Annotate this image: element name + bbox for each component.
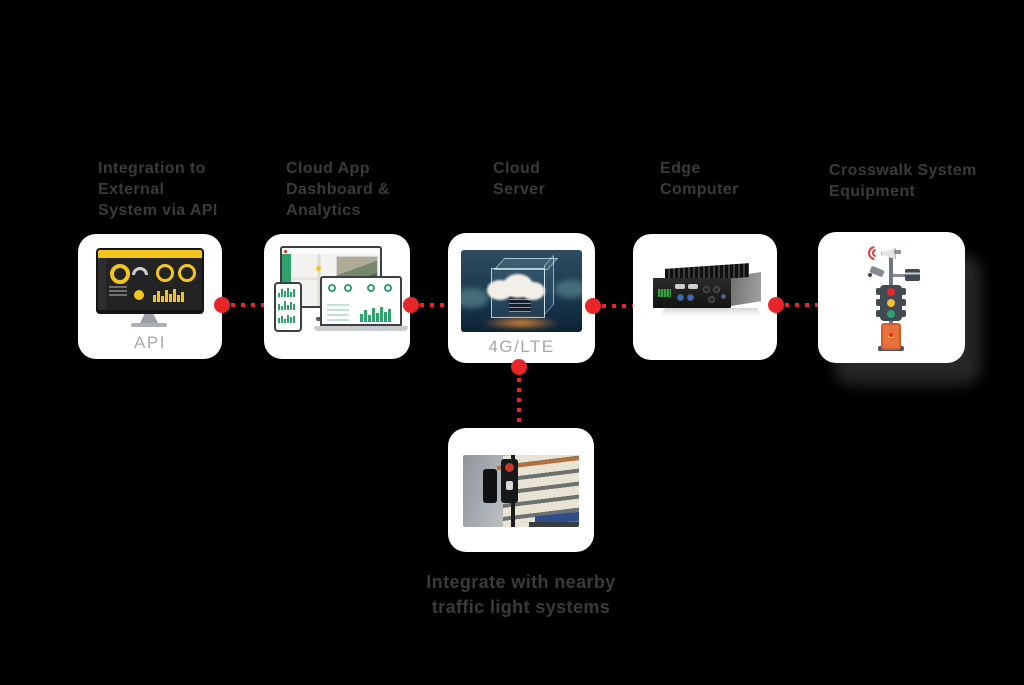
usb-port: [687, 294, 694, 301]
connector-dashes: [231, 303, 264, 307]
terminal-block-port: [658, 289, 671, 297]
card-edge-computer: [633, 234, 777, 360]
connector-dot: [403, 297, 419, 313]
monitor-body: [98, 258, 202, 310]
text-lines: [327, 304, 349, 322]
sound-wave-icon: [868, 246, 875, 260]
monitor-stand: [140, 314, 158, 323]
node-title-cloud-server: Cloud Server: [493, 160, 546, 198]
gauge-icon: [328, 284, 336, 292]
node-title-integration: Integration to External System via API: [98, 160, 218, 219]
light-visor: [876, 310, 881, 317]
camera-lens: [868, 273, 872, 277]
traffic-light-icon: [876, 285, 906, 321]
light-visor: [876, 299, 881, 306]
shopfront: [529, 522, 579, 527]
semicircle-gauge-icon: [132, 267, 148, 275]
light-visor: [901, 299, 906, 306]
connector-dashes: [785, 303, 818, 307]
cloud-puff: [521, 282, 545, 300]
sub-node-caption: Integrate with nearby traffic light syst…: [426, 572, 616, 617]
connector-dot: [214, 297, 230, 313]
light-visor: [901, 310, 906, 317]
gauge-icon: [367, 284, 375, 292]
monitor-base: [131, 323, 167, 327]
light-visor: [901, 288, 906, 295]
ethernet-port: [713, 286, 720, 293]
light-visor: [876, 288, 881, 295]
node-title-cloud-app: Cloud App Dashboard & Analytics: [286, 160, 390, 219]
glass-cube-side: [544, 254, 554, 316]
speaker-bracket: [894, 250, 901, 254]
card-sublabel-api: API: [134, 333, 166, 352]
connector-dot-down: [511, 359, 527, 375]
io-port: [708, 296, 715, 303]
bar-chart-icon: [153, 289, 184, 302]
connector-dashes: [602, 304, 633, 308]
red-signal-light: [505, 463, 514, 472]
connector-dashes-vertical: [517, 378, 521, 428]
card-cloud-app: [264, 234, 410, 359]
mini-bar-chart-icon: [278, 287, 298, 297]
power-led: [721, 294, 726, 299]
signal-head-back: [483, 469, 497, 503]
donut-icon: [156, 264, 174, 282]
indicator-dot: [889, 333, 893, 337]
text-lines: [109, 286, 127, 296]
gauge-icon: [110, 264, 130, 284]
signal-head-front: [501, 459, 518, 503]
node-title-edge-computer: Edge Computer: [660, 160, 739, 198]
laptop-screen: [320, 276, 402, 326]
tablet-icon: [274, 282, 302, 332]
sign-arm: [893, 274, 907, 277]
mini-bar-chart-icon: [278, 300, 298, 310]
green-sidebar: [282, 254, 291, 306]
gauge-icon: [344, 284, 352, 292]
laptop-icon: [314, 276, 408, 331]
card-integration-api: API: [78, 234, 222, 359]
mini-bar-chart-icon: [278, 313, 298, 323]
laptop-base: [314, 326, 408, 331]
serial-port: [688, 284, 698, 289]
api-dashboard-monitor-icon: [96, 248, 204, 314]
monitor-sidebar: [98, 258, 106, 310]
bar-chart-icon: [360, 306, 391, 322]
connector-dashes: [420, 303, 448, 307]
app-logo-dot: [284, 250, 287, 253]
small-donut-icon: [134, 290, 144, 300]
card-crosswalk-equipment: [818, 232, 965, 363]
orange-glow: [481, 316, 561, 330]
edge-computer-front: [653, 278, 731, 308]
pedestrian-glyph: [506, 481, 513, 490]
ethernet-port: [703, 286, 710, 293]
map-pin-icon: [316, 266, 321, 271]
device-shadow: [659, 308, 763, 316]
donut-icon: [178, 264, 196, 282]
yellow-light: [887, 299, 895, 307]
background-cloud: [461, 288, 489, 308]
sign-board: [905, 269, 920, 281]
card-cloud-server: 4G/LTE: [448, 233, 595, 363]
usb-port: [677, 294, 684, 301]
connector-dot: [585, 298, 601, 314]
node-title-crosswalk: Crosswalk System Equipment: [829, 162, 977, 200]
monitor-topbar: [98, 250, 202, 258]
traffic-light-photo: [463, 455, 579, 527]
gauge-icon: [384, 284, 392, 292]
sound-wave-icon: [872, 249, 876, 257]
green-light: [887, 310, 895, 318]
red-light: [887, 288, 895, 296]
background-cloud: [554, 280, 582, 298]
serial-port: [675, 284, 685, 289]
cloud-server-photo: [461, 250, 582, 332]
card-sublabel-4g-lte: 4G/LTE: [488, 337, 555, 356]
card-traffic-light: [448, 428, 594, 552]
connector-dot: [768, 297, 784, 313]
